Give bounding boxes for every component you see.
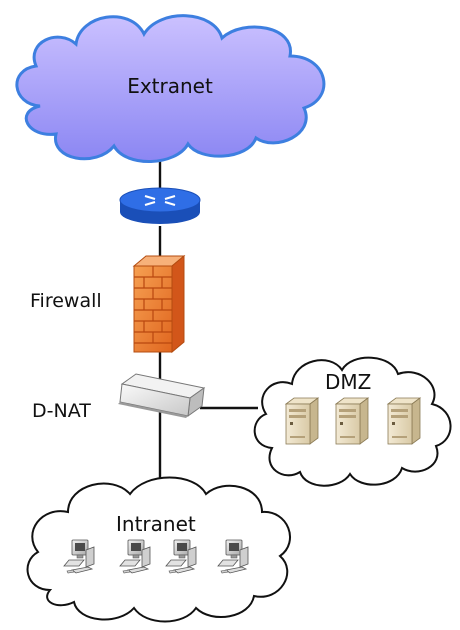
dmz-label: DMZ [325, 370, 372, 394]
dnat-label: D-NAT [32, 400, 91, 422]
dmz-cloud-icon [253, 356, 452, 487]
nat-device-icon [118, 373, 206, 418]
extranet-cloud-icon [15, 14, 326, 163]
firewall-label: Firewall [30, 290, 102, 312]
extranet-label: Extranet [127, 74, 213, 98]
dmz-server-1-icon [285, 397, 319, 445]
dmz-server-2-icon [335, 397, 369, 445]
intranet-label: Intranet [116, 512, 196, 536]
intranet-cloud-icon [26, 476, 291, 623]
router-icon [119, 187, 201, 224]
dmz-server-3-icon [387, 397, 421, 445]
firewall-brick-icon [132, 254, 186, 354]
